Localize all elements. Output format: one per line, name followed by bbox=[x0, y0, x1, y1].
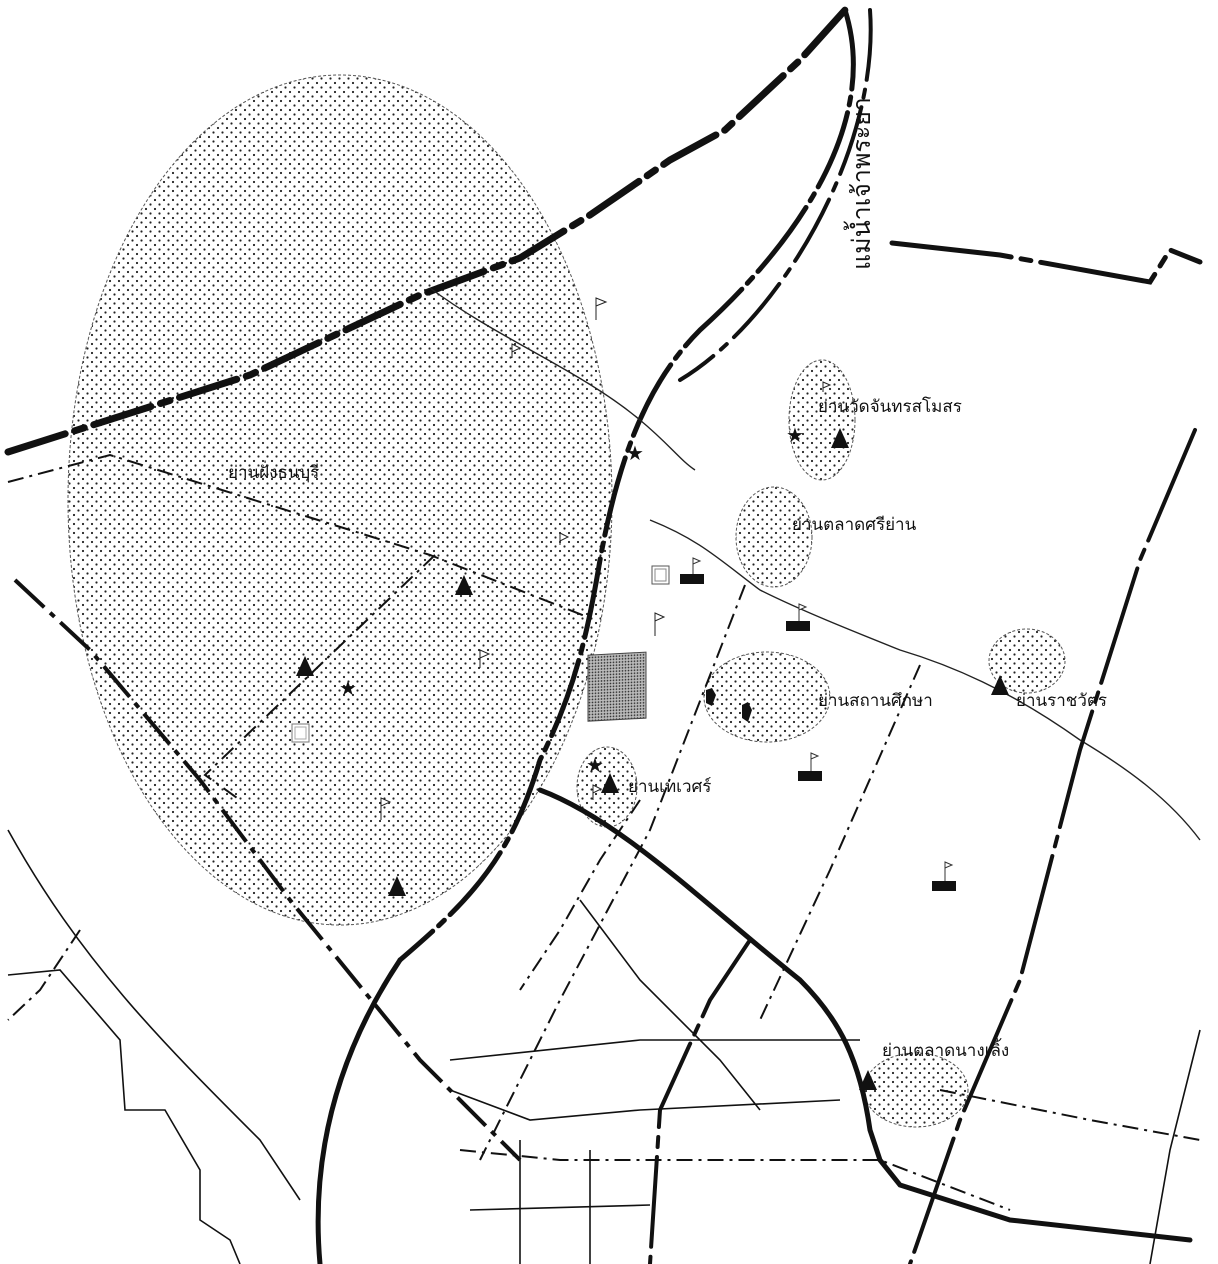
zone-talat-siyan bbox=[735, 486, 813, 588]
square-outline-icon bbox=[291, 723, 310, 743]
river-label: แม่น้ำเจ้าพระยา bbox=[843, 97, 876, 270]
road-thewet bbox=[519, 799, 641, 991]
flag-icon bbox=[595, 297, 608, 320]
road-grid-5 bbox=[449, 1089, 841, 1121]
flag-icon bbox=[479, 649, 491, 668]
black-bar-icon bbox=[798, 752, 822, 781]
triangle-icon bbox=[455, 575, 473, 595]
canal-north bbox=[429, 287, 696, 471]
triangle-icon bbox=[388, 876, 406, 896]
black-bar-icon bbox=[680, 557, 704, 584]
road-grid-9 bbox=[469, 1204, 651, 1211]
star-icon: ★ bbox=[586, 753, 604, 777]
road-grid-11 bbox=[1149, 1029, 1201, 1264]
road-top-right bbox=[889, 240, 1203, 285]
black-bar-icon bbox=[786, 603, 810, 631]
district-label-thewet: ย่านเทเวศร์ bbox=[628, 777, 711, 797]
hatched-block-icon bbox=[587, 651, 647, 722]
zone-education bbox=[703, 651, 831, 743]
road-south-west bbox=[315, 957, 403, 1264]
road-west-diag bbox=[13, 578, 522, 1162]
district-label-talat-nang-loeng: ย่านตลาดนางเลิ้ง bbox=[882, 1038, 1009, 1061]
star-icon: ★ bbox=[339, 676, 357, 700]
building-icon bbox=[742, 702, 752, 722]
zone-ratchawat bbox=[988, 628, 1066, 694]
triangle-icon bbox=[601, 773, 619, 793]
square-outline-icon bbox=[651, 565, 670, 585]
road-grid-2 bbox=[759, 664, 921, 1021]
star-icon: ★ bbox=[626, 441, 644, 465]
star-icon: ★ bbox=[786, 423, 804, 447]
road-west-2 bbox=[203, 554, 436, 801]
district-label-ratchawat: ย่านราชวัตร bbox=[1016, 691, 1107, 711]
zone-talat-nang-loeng bbox=[863, 1052, 969, 1128]
road-far-west-1 bbox=[7, 829, 301, 1201]
road-grid-10 bbox=[939, 1089, 1201, 1141]
building-icon bbox=[706, 688, 716, 706]
triangle-icon bbox=[991, 675, 1009, 695]
district-label-education: ย่านสถานศึกษา bbox=[818, 691, 933, 711]
road-grid-4 bbox=[449, 1039, 860, 1061]
zone-wat-chantharasamosorn bbox=[788, 359, 856, 481]
canal-east bbox=[649, 519, 1201, 841]
flag-icon bbox=[559, 532, 570, 545]
district-label-thonburi: ย่านฝั่งธนบุรี bbox=[228, 460, 319, 483]
road-far-west-3 bbox=[7, 929, 81, 1021]
district-label-talat-siyan: ย่านตลาดศรีย่าน bbox=[792, 515, 917, 535]
triangle-icon bbox=[296, 656, 314, 676]
road-diagonal-heavy bbox=[4, 6, 849, 456]
road-grid-1 bbox=[479, 584, 746, 1161]
road-grid-3 bbox=[579, 899, 761, 1111]
main-road-curve bbox=[678, 8, 873, 382]
road-south-curve bbox=[537, 787, 1193, 1243]
district-label-wat-chantharasamosorn: ย่านวัดจันทรสโมสร bbox=[818, 396, 962, 417]
flag-icon bbox=[654, 612, 666, 636]
river-bank-heavy bbox=[397, 7, 856, 963]
flag-icon bbox=[592, 784, 603, 800]
flag-icon bbox=[380, 797, 392, 820]
flag-icon bbox=[822, 381, 832, 392]
triangle-icon bbox=[831, 428, 849, 448]
road-east-heavy bbox=[908, 428, 1197, 1264]
road-grid-6 bbox=[459, 1149, 1011, 1211]
triangle-icon bbox=[859, 1070, 877, 1090]
flag-icon bbox=[511, 343, 522, 358]
triangle-icon-group bbox=[296, 428, 1009, 1090]
road-mid-heavy bbox=[648, 938, 752, 1264]
road-far-west-2 bbox=[7, 969, 241, 1264]
black-bar-icon bbox=[932, 861, 956, 891]
zone-thonburi bbox=[67, 74, 613, 926]
